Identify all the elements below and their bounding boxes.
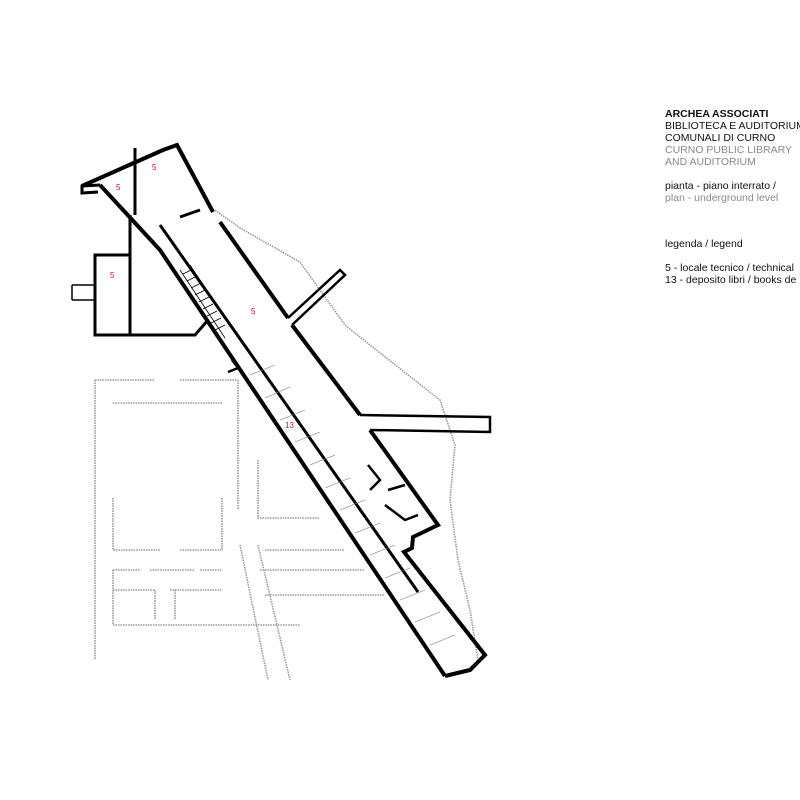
- project-title-en: AND AUDITORIUM: [665, 156, 756, 168]
- drawing-title-en: plan - underground level: [665, 192, 779, 204]
- context-site-lines: [94, 209, 479, 681]
- room-label-book-storage: 13: [285, 421, 294, 430]
- project-title-it: COMUNALI DI CURNO: [665, 132, 776, 144]
- stair: [179, 264, 236, 339]
- room-labels: 5 5 5 5 13: [110, 163, 294, 430]
- project-title-it: BIBLIOTECA E AUDITORIUM: [665, 120, 800, 132]
- room-label-technical: 5: [110, 271, 115, 280]
- room-label-technical: 5: [152, 163, 157, 172]
- legend-item: 13 - deposito libri / books de: [665, 274, 797, 286]
- storage-bays: [249, 364, 456, 646]
- legend-item: 5 - locale tecnico / technical: [665, 262, 794, 274]
- walls: [71, 142, 492, 678]
- firm-name: ARCHEA ASSOCIATI: [665, 108, 769, 120]
- room-label-technical: 5: [251, 307, 256, 316]
- room-label-technical: 5: [116, 183, 121, 192]
- legend-heading: legenda / legend: [665, 238, 743, 250]
- drawing-title-it: pianta - piano interrato /: [665, 180, 776, 192]
- title-block: ARCHEA ASSOCIATI BIBLIOTECA E AUDITORIUM…: [665, 108, 800, 286]
- project-title-en: CURNO PUBLIC LIBRARY: [665, 144, 793, 156]
